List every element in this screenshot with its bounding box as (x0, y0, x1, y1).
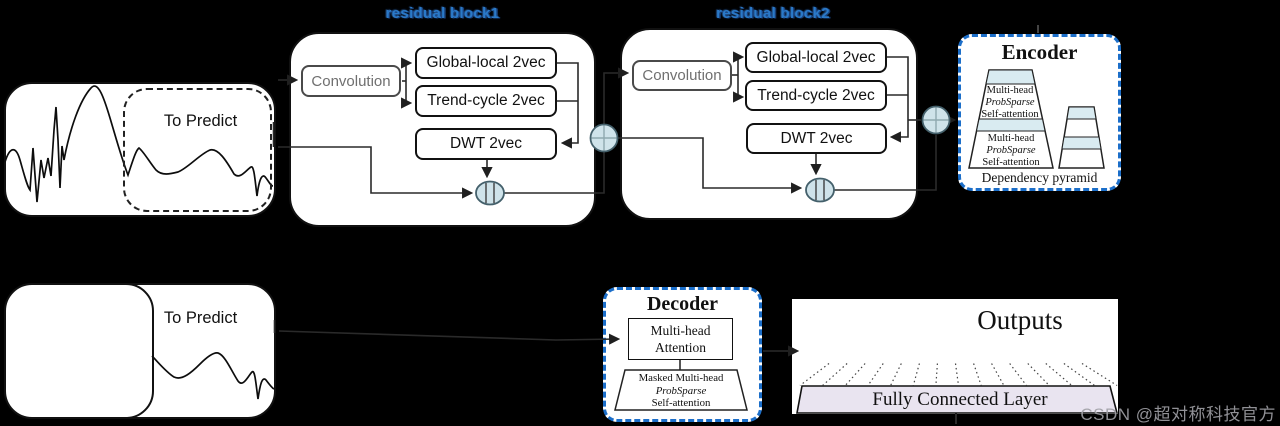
residual-block-1-title: residual block1 (385, 5, 500, 22)
masked-attention-label: Masked Multi-head ProbSparse Self-attent… (638, 372, 724, 409)
residual-block-2-title: residual block2 (716, 5, 830, 22)
mha-line2: Attention (655, 340, 706, 355)
fully-connected-layer-label: Fully Connected Layer (872, 389, 1048, 410)
global-local-2vec-box-2: Global-local 2vec (745, 42, 887, 73)
to-predict-label-top: To Predict (163, 112, 238, 130)
encoder-attention-upper: Multi-head ProbSparse Self-attention (981, 85, 1039, 120)
arrow-predicted-to-decoder (278, 330, 621, 345)
convolution-box-2: Convolution (632, 60, 732, 91)
dwt-2vec-box-1: DWT 2vec (415, 128, 557, 160)
sum-node-2 (921, 105, 951, 135)
encoder-attention-lower: Multi-head ProbSparse Self-attention (982, 133, 1040, 168)
trend-cycle-2vec-box-2: Trend-cycle 2vec (745, 80, 887, 111)
outputs-title: Outputs (977, 305, 1063, 335)
multi-head-attention-box: Multi-head Attention (628, 318, 733, 360)
decoder-title: Decoder (646, 293, 719, 315)
mha-line1: Multi-head (650, 323, 711, 338)
history-placeholder-box (4, 283, 154, 419)
predict-region-dashed-outline (123, 88, 272, 212)
trend-cycle-2vec-box-1: Trend-cycle 2vec (415, 85, 557, 117)
to-predict-label-bottom: To Predict (163, 309, 238, 327)
dwt-2vec-box-2: DWT 2vec (746, 123, 887, 154)
global-local-2vec-box-1: Global-local 2vec (415, 47, 557, 79)
convolution-box-1: Convolution (301, 65, 401, 97)
watermark: CSDN @超对称科技官方 (1080, 405, 1276, 424)
encoder-title: Encoder (1001, 40, 1078, 64)
encoder-caption: Dependency pyramid (981, 170, 1098, 185)
